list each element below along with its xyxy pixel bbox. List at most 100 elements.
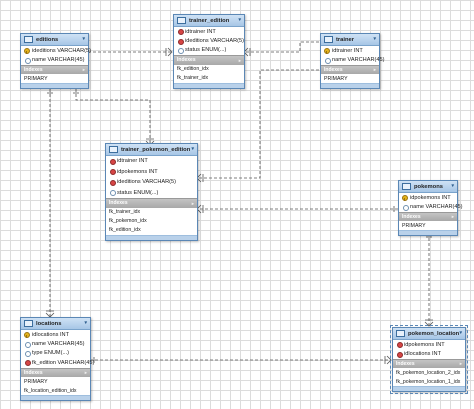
table-pokemon-location[interactable]: pokemon_location ▾ idpokemons INT idloca…	[390, 324, 468, 395]
table-footer	[106, 234, 197, 240]
indexes-header[interactable]: Indexes▸	[399, 211, 457, 222]
chevron-down-icon[interactable]: ▾	[459, 330, 462, 336]
table-header[interactable]: trainer_pokemon_edition ▾	[106, 144, 197, 156]
indexes-label: Indexes	[24, 369, 43, 376]
index-row[interactable]: fk_edition_idx	[177, 66, 209, 73]
table-footer	[321, 83, 379, 89]
chevron-right-icon[interactable]: ▸	[459, 361, 462, 367]
table-trainer-edition[interactable]: trainer_edition ▾ idtrainer INT ideditio…	[173, 14, 245, 89]
indexes-label: Indexes	[324, 67, 343, 74]
table-editions[interactable]: editions ▾ ideditions VARCHAR(5) name VA…	[20, 33, 91, 90]
column-label: type ENUM(...)	[32, 350, 69, 357]
index-row[interactable]: PRIMARY	[24, 75, 48, 82]
column-row[interactable]: status ENUM(...)	[174, 46, 244, 55]
table-locations[interactable]: locations ▾ idlocations INT name VARCHAR…	[20, 317, 94, 402]
table-footer	[399, 230, 457, 236]
index-row[interactable]: fk_trainer_idx	[109, 209, 141, 215]
primary-key-icon	[24, 47, 30, 54]
indexes-header[interactable]: Indexes ▸	[393, 358, 465, 369]
column-row[interactable]: fk_edition VARCHAR(45)	[21, 358, 94, 367]
indexes-label: Indexes	[177, 57, 196, 64]
table-title: locations	[36, 320, 62, 327]
index-row[interactable]: fk_location_edition_idx	[24, 387, 77, 394]
column-row[interactable]: ideditions VARCHAR(5)	[106, 177, 197, 188]
table-icon	[109, 146, 118, 153]
chevron-down-icon[interactable]: ▾	[451, 183, 454, 189]
foreign-key-icon	[177, 29, 184, 36]
column-row[interactable]: ideditions VARCHAR(5)	[174, 36, 244, 45]
nullable-column-icon	[324, 57, 331, 64]
index-row[interactable]: PRIMARY	[402, 222, 426, 229]
chevron-down-icon[interactable]: ▾	[84, 320, 87, 326]
indexes-header[interactable]: Indexes▸	[21, 64, 88, 75]
column-row[interactable]: idpokemons INT	[106, 167, 197, 178]
table-icon	[402, 183, 411, 190]
index-row[interactable]: fk_edition_idx	[109, 227, 141, 233]
column-label: name VARCHAR(45)	[410, 204, 463, 211]
foreign-key-icon	[396, 342, 403, 349]
table-trainer[interactable]: trainer ▾ idtrainer INT name VARCHAR(45)…	[320, 33, 384, 90]
column-label: fk_edition VARCHAR(45)	[32, 359, 95, 366]
indexes-header[interactable]: Indexes▸	[106, 198, 197, 208]
column-label: idtrainer INT	[117, 158, 148, 165]
table-header[interactable]: trainer_edition ▾	[174, 15, 244, 27]
chevron-down-icon[interactable]: ▾	[191, 146, 194, 152]
column-row[interactable]: ideditions VARCHAR(5)	[21, 46, 91, 55]
nullable-column-icon	[24, 57, 31, 64]
chevron-right-icon[interactable]: ▸	[238, 57, 241, 63]
table-header[interactable]: locations ▾	[21, 318, 90, 330]
column-row[interactable]: name VARCHAR(45)	[399, 202, 462, 211]
index-row[interactable]: fk_pokemon_idx	[109, 218, 147, 224]
index-row[interactable]: fk_trainer_idx	[177, 75, 209, 82]
chevron-down-icon[interactable]: ▾	[373, 36, 376, 42]
indexes-header[interactable]: Indexes ▸	[321, 64, 379, 75]
chevron-down-icon[interactable]: ▾	[82, 36, 85, 42]
chevron-right-icon[interactable]: ▸	[451, 214, 454, 220]
chevron-down-icon[interactable]: ▾	[238, 17, 241, 23]
column-row[interactable]: idlocations INT	[393, 349, 465, 358]
chevron-right-icon[interactable]: ▸	[84, 370, 87, 376]
indexes-label: Indexes	[396, 361, 415, 368]
index-row[interactable]: PRIMARY	[24, 378, 48, 385]
table-icon	[396, 330, 405, 337]
column-row[interactable]: name VARCHAR(45)	[21, 55, 88, 64]
column-label: idpokemons INT	[410, 194, 451, 201]
column-label: name VARCHAR(45)	[32, 57, 85, 64]
column-row[interactable]: type ENUM(...)	[21, 349, 90, 358]
column-row[interactable]: idpokemons INT	[393, 340, 465, 349]
column-row[interactable]: idtrainer INT	[106, 156, 197, 167]
table-header[interactable]: pokemon_location ▾	[393, 328, 465, 340]
table-footer	[21, 83, 88, 89]
column-row[interactable]: status ENUM(...)	[106, 188, 197, 199]
column-label: idlocations INT	[32, 331, 69, 338]
table-icon	[324, 36, 333, 43]
index-row[interactable]: fk_pokemon_location_2_idx	[396, 369, 461, 376]
table-header[interactable]: trainer ▾	[321, 34, 379, 46]
column-row[interactable]: idpokemons INT	[399, 193, 457, 202]
foreign-key-icon	[24, 360, 31, 367]
column-row[interactable]: name VARCHAR(45)	[21, 339, 90, 348]
table-icon	[24, 36, 33, 43]
chevron-right-icon[interactable]: ▸	[82, 67, 85, 73]
index-row[interactable]: PRIMARY	[324, 75, 348, 82]
table-icon	[177, 17, 186, 24]
foreign-key-icon	[109, 179, 116, 186]
table-pokemons[interactable]: pokemons ▾ idpokemons INT name VARCHAR(4…	[398, 180, 462, 237]
table-header[interactable]: pokemons ▾	[399, 181, 457, 193]
indexes-header[interactable]: Indexes ▸	[174, 55, 244, 65]
index-row[interactable]: fk_pokemon_location_1_idx	[396, 378, 461, 385]
chevron-right-icon[interactable]: ▸	[191, 200, 194, 206]
table-trainer-pokemon-edition[interactable]: trainer_pokemon_edition ▾ idtrainer INT …	[105, 143, 198, 241]
column-label: ideditions VARCHAR(5)	[185, 38, 244, 45]
table-header[interactable]: editions ▾	[21, 34, 88, 46]
chevron-right-icon[interactable]: ▸	[373, 67, 376, 73]
column-label: idpokemons INT	[117, 168, 158, 175]
column-row[interactable]: idtrainer INT	[174, 27, 244, 36]
indexes-header[interactable]: Indexes ▸	[21, 367, 90, 378]
primary-key-icon	[402, 194, 408, 201]
column-row[interactable]: name VARCHAR(45)	[321, 55, 384, 64]
nullable-column-icon	[177, 47, 184, 54]
column-row[interactable]: idtrainer INT	[321, 46, 379, 55]
rel-editions-trainer-pokemon-edition	[75, 89, 151, 145]
column-row[interactable]: idlocations INT	[21, 330, 90, 339]
